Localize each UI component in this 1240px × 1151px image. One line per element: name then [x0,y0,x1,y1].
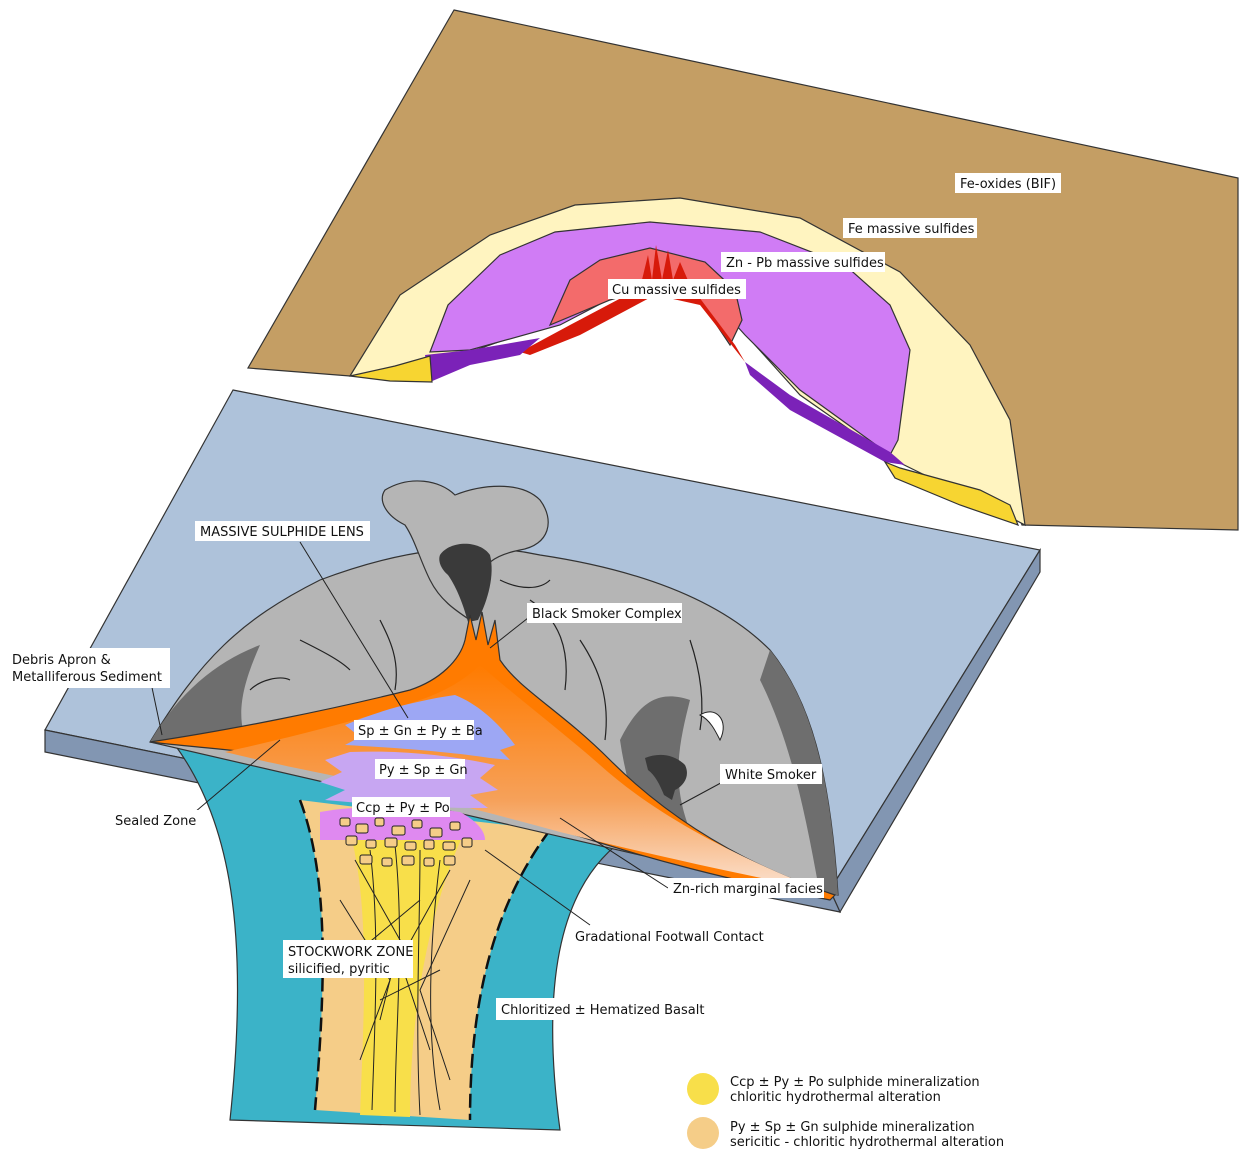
legend-item-chloritic: Ccp ± Py ± Po sulphide mineralization ch… [687,1073,980,1105]
label-zn-pb-massive-sulfides: Zn - Pb massive sulfides [721,252,885,272]
svg-text:Ccp ± Py ± Po sulphide mineral: Ccp ± Py ± Po sulphide mineralization [730,1075,980,1090]
label-white-smoker: White Smoker [720,764,822,784]
legend: Ccp ± Py ± Po sulphide mineralization ch… [687,1073,1004,1150]
legend-swatch-chloritic [687,1073,719,1105]
label-ccp-py-po: Ccp ± Py ± Po [352,797,450,817]
svg-text:Black Smoker Complex: Black Smoker Complex [532,607,682,622]
svg-text:MASSIVE SULPHIDE LENS: MASSIVE SULPHIDE LENS [200,525,364,540]
svg-text:Sp ± Gn ± Py ± Ba: Sp ± Gn ± Py ± Ba [358,724,483,739]
svg-text:White Smoker: White Smoker [725,768,817,783]
svg-text:chloritic hydrothermal alterat: chloritic hydrothermal alteration [730,1090,941,1105]
svg-text:STOCKWORK ZONE: STOCKWORK ZONE [288,945,413,960]
svg-text:silicified, pyritic: silicified, pyritic [288,962,390,977]
label-black-smoker-complex: Black Smoker Complex [527,603,682,623]
label-fe-oxides: Fe-oxides (BIF) [955,173,1061,193]
svg-text:Gradational Footwall Contact: Gradational Footwall Contact [575,930,764,945]
legend-swatch-sericitic [687,1117,719,1149]
svg-text:Sealed Zone: Sealed Zone [115,814,196,829]
label-debris-apron: Debris Apron & Metalliferous Sediment [8,648,170,688]
svg-text:Metalliferous Sediment: Metalliferous Sediment [12,670,162,685]
svg-text:Fe-oxides (BIF): Fe-oxides (BIF) [960,177,1056,192]
label-sealed-zone: Sealed Zone [110,810,200,830]
svg-text:Debris Apron &: Debris Apron & [12,653,111,668]
legend-item-sericitic: Py ± Sp ± Gn sulphide mineralization ser… [687,1117,1004,1150]
svg-text:Zn-rich marginal facies: Zn-rich marginal facies [673,882,823,897]
label-sp-gn-py-ba: Sp ± Gn ± Py ± Ba [354,720,483,740]
svg-text:Cu massive sulfides: Cu massive sulfides [612,283,741,298]
svg-text:Zn - Pb massive sulfides: Zn - Pb massive sulfides [726,256,884,271]
label-cu-massive-sulfides: Cu massive sulfides [608,279,746,299]
label-zn-rich-marginal-facies: Zn-rich marginal facies [668,878,824,898]
svg-text:Chloritized ± Hematized Basalt: Chloritized ± Hematized Basalt [501,1003,704,1018]
label-massive-sulphide-lens: MASSIVE SULPHIDE LENS [195,521,370,541]
label-py-sp-gn: Py ± Sp ± Gn [375,759,468,779]
svg-text:Py ± Sp ± Gn: Py ± Sp ± Gn [379,763,468,778]
svg-text:Py ± Sp ± Gn sulphide minerali: Py ± Sp ± Gn sulphide mineralization [730,1120,975,1135]
label-fe-massive-sulfides: Fe massive sulfides [843,218,977,238]
label-gradational-footwall-contact: Gradational Footwall Contact [570,926,770,946]
svg-text:Ccp ± Py ± Po: Ccp ± Py ± Po [356,801,450,816]
label-chloritized-basalt: Chloritized ± Hematized Basalt [496,998,704,1020]
svg-text:Fe massive sulfides: Fe massive sulfides [848,222,975,237]
svg-text:sericitic - chloritic hydrothe: sericitic - chloritic hydrothermal alter… [730,1135,1004,1150]
label-stockwork-zone: STOCKWORK ZONE silicified, pyritic [283,940,413,978]
